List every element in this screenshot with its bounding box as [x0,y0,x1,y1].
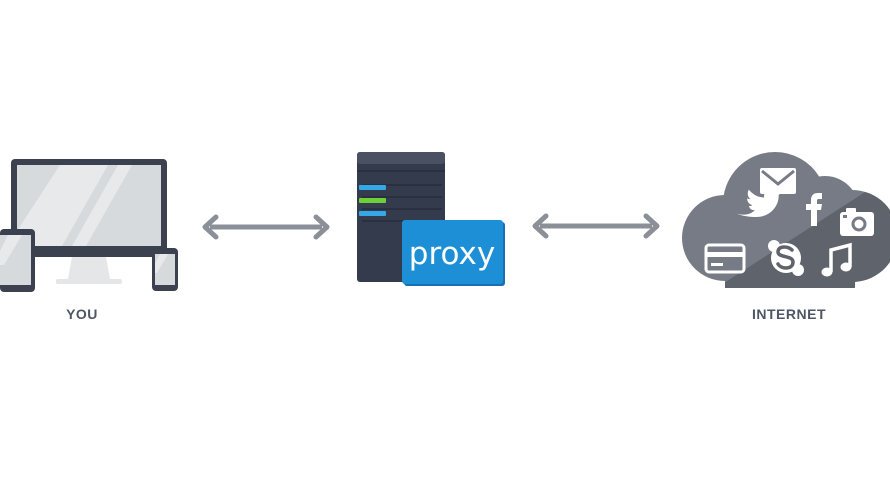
desktop-monitor-icon [11,159,167,284]
internet-cloud [680,146,890,292]
status-led-icon [359,185,386,190]
server-icon: proxy [357,152,505,286]
proxy-server: proxy [354,150,509,290]
double-arrow-icon [202,214,330,240]
status-led-icon [359,198,386,203]
twitter-icon [736,188,782,217]
proxy-badge [402,220,503,284]
mail-icon [760,168,796,194]
skype-icon [768,240,804,276]
phone-icon [152,248,178,291]
tablet-icon [0,229,35,292]
proxy-badge-text: proxy [409,236,495,272]
devices-group [0,155,180,295]
devices-icon [0,159,178,292]
double-arrow-icon [532,213,660,239]
music-note-icon [821,242,852,277]
cloud-icon [682,152,890,288]
you-label: YOU [66,306,98,322]
credit-card-icon [704,243,746,274]
arrow-proxy-internet [530,211,662,241]
internet-label: INTERNET [752,306,826,322]
camera-icon [840,208,874,236]
facebook-icon [806,193,822,226]
status-led-icon [359,211,386,216]
arrow-you-proxy [200,212,332,242]
